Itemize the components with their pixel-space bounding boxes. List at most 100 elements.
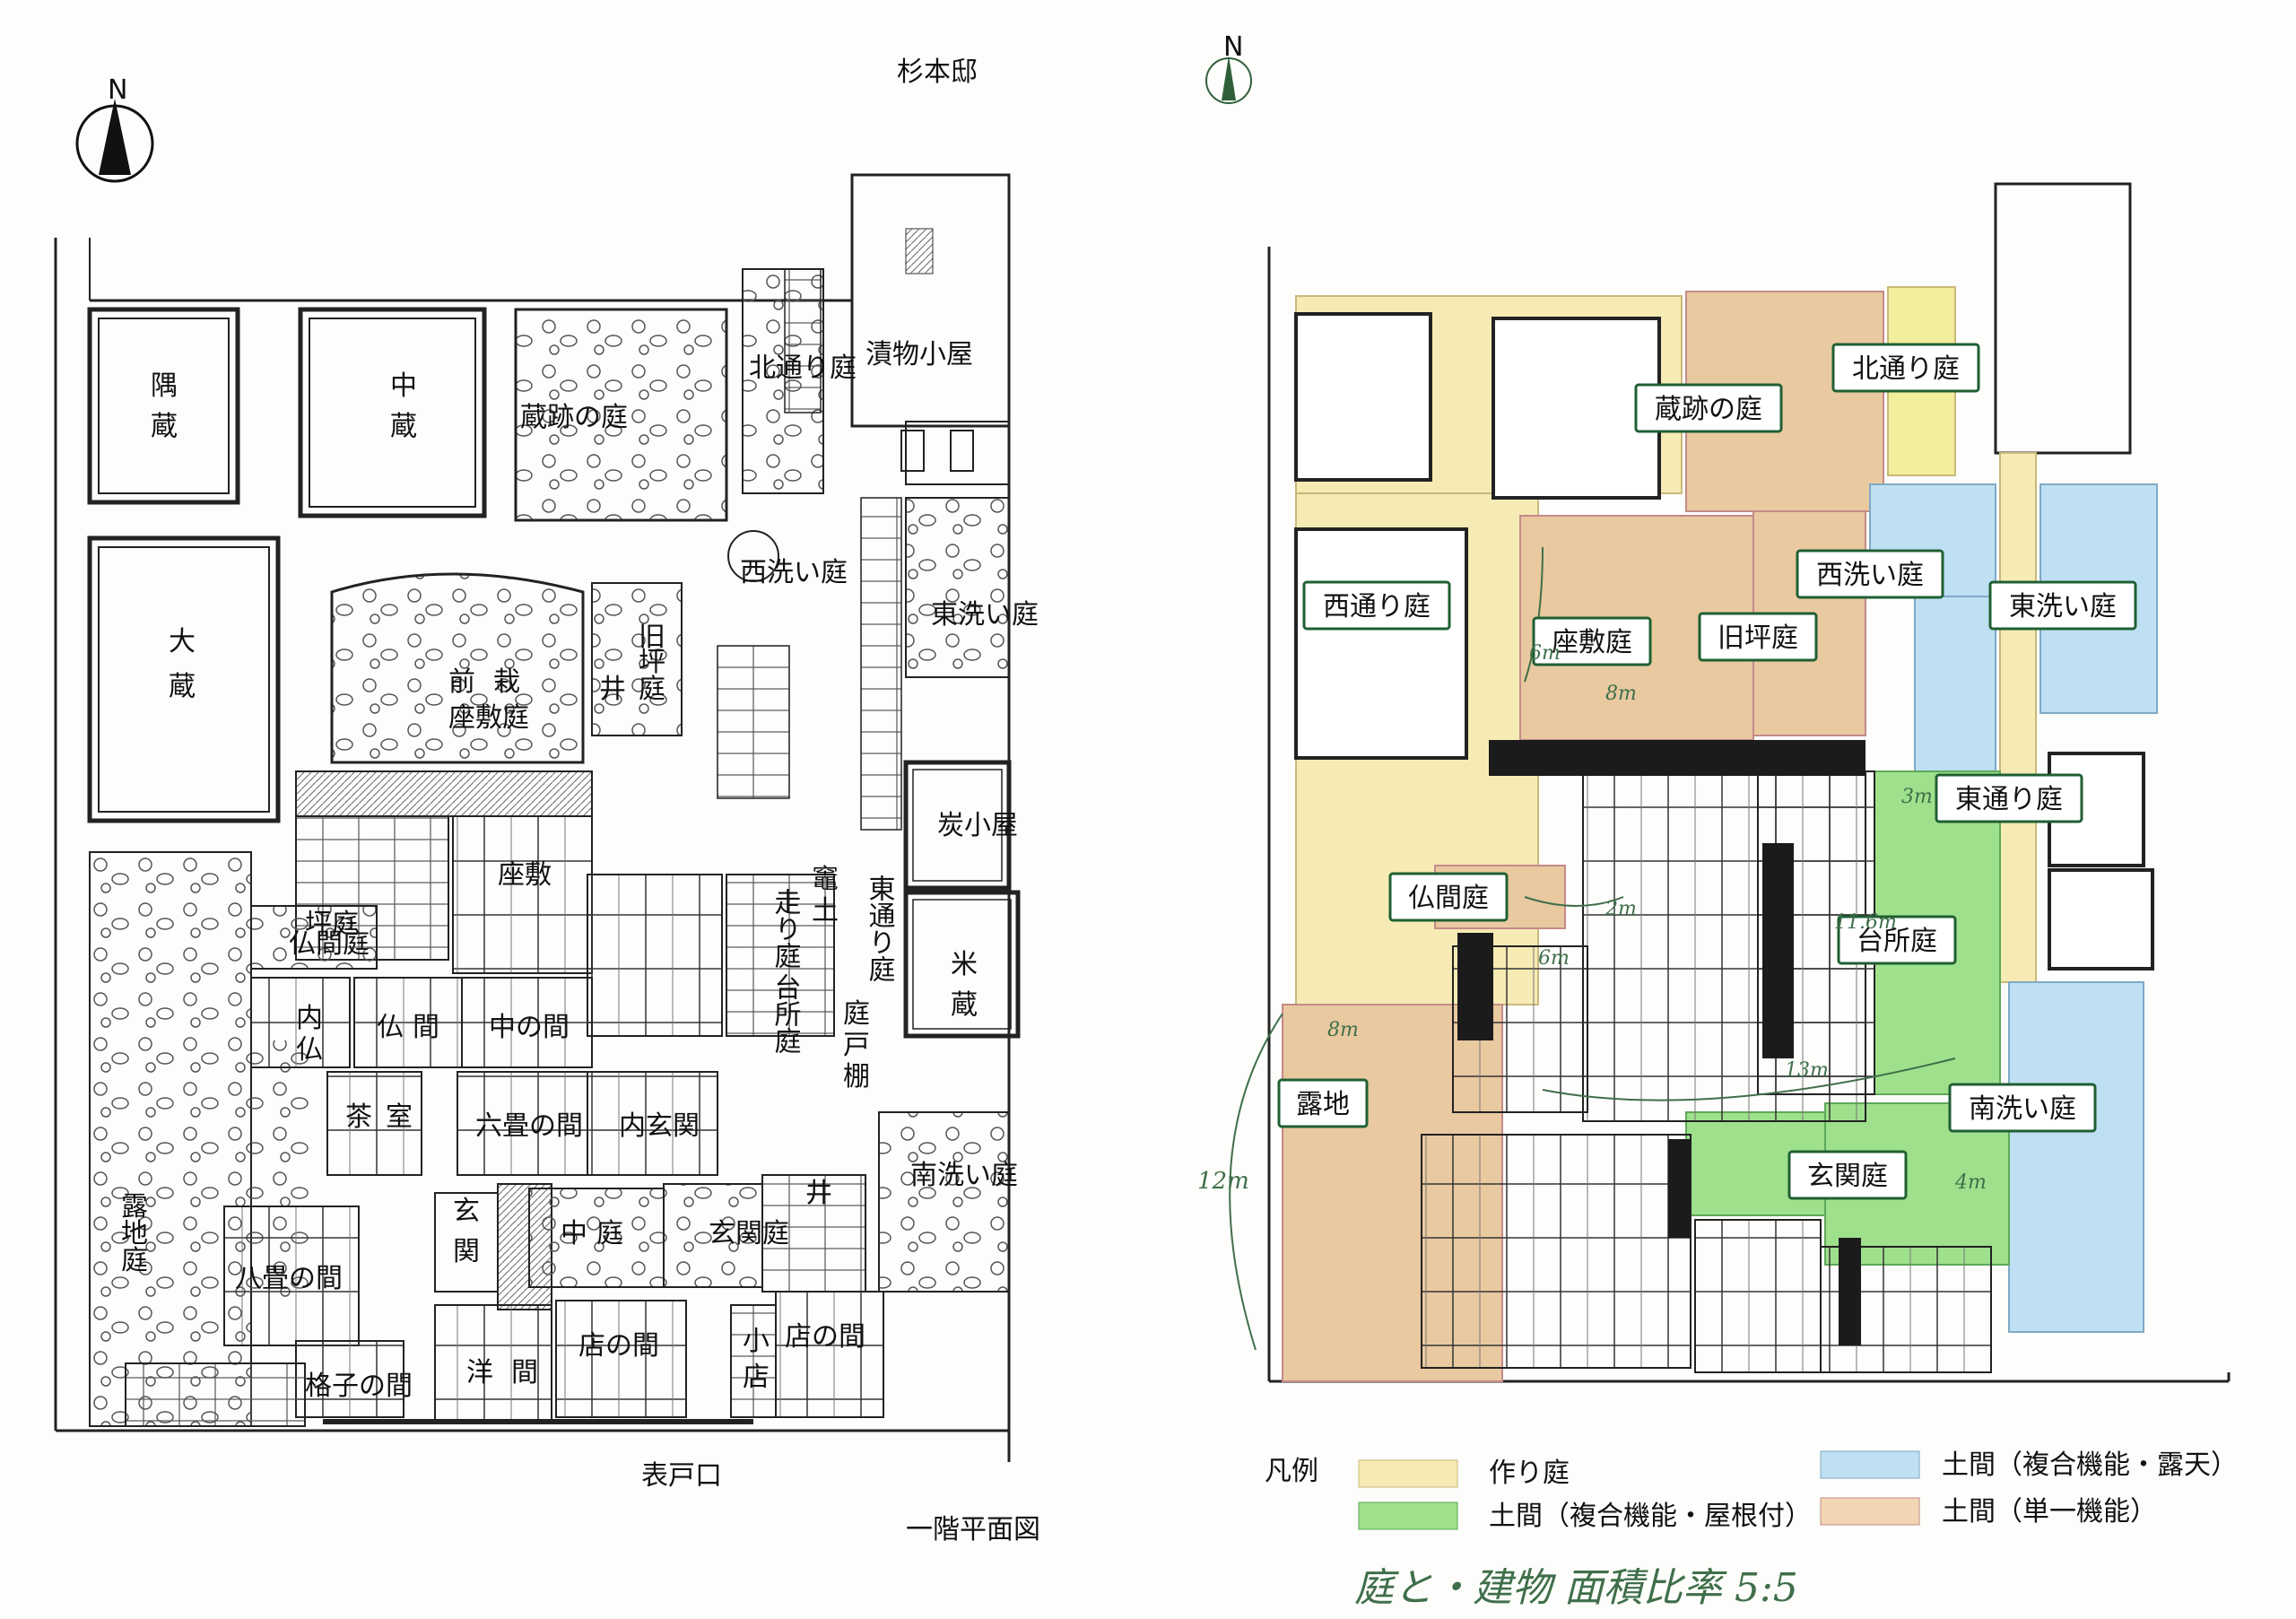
room-label: 玄関庭 (709, 1218, 789, 1249)
room-label: 仏 (377, 1012, 404, 1043)
room-label: 走り庭 (770, 888, 801, 969)
dim-note: 8m (1327, 1019, 1359, 1041)
room-label: 店 (743, 1362, 770, 1393)
room-label: 坪庭 (305, 909, 359, 940)
room-label: 店の間 (578, 1330, 659, 1362)
room-label: 庭 (121, 1245, 148, 1276)
right-area-labels: 北通り庭蔵跡の庭西洗い庭東洗い庭西通り庭座敷庭旧坪庭東通り庭仏間庭台所庭露地南洗… (1277, 343, 2137, 1200)
area-label-box (1787, 1150, 1908, 1200)
dim-note: 13m (1785, 1059, 1829, 1082)
legend-swatch (1820, 1450, 1920, 1479)
area-label: 仏間庭 (1408, 883, 1489, 914)
legend-swatch (1820, 1497, 1920, 1526)
room-label: 竈 (812, 864, 839, 895)
room-label: 蔵 (169, 671, 196, 702)
area-label: 台所庭 (1857, 926, 1937, 957)
room-label: 地 (121, 1218, 148, 1249)
dimension-notes: 6m 8m 2m 6m 3m 11.6m 8m 13m 12m 4m (1197, 642, 1987, 1195)
left-floor-plan (54, 173, 1021, 1462)
area-label-box (1634, 383, 1783, 433)
room-label: 井 (805, 1178, 832, 1209)
page-title: 杉本邸 (897, 57, 978, 88)
area-label-box (1698, 612, 1818, 662)
dim-note: 6m (1538, 947, 1570, 970)
dim-note: 12m (1197, 1168, 1249, 1195)
room-label: 店の間 (785, 1321, 865, 1353)
area-label-box (1302, 580, 1451, 631)
room-label: 庭 (596, 1218, 623, 1249)
room-label: 米 (951, 949, 978, 980)
left-room-labels: 隅 蔵 中 蔵 大 蔵 蔵跡の庭 北通り庭 漬物小屋 西洗い庭 東洗い庭 旧 坪… (121, 339, 1040, 1545)
room-label: 中 (390, 370, 417, 402)
handwritten-measures (1229, 546, 1956, 1351)
room-label: 関 (453, 1236, 480, 1267)
room-label: 北通り庭 (749, 353, 857, 384)
room-label: 茶 (345, 1101, 372, 1133)
area-label: 座敷庭 (1552, 627, 1632, 658)
legend-title: 凡例 (1265, 1456, 1318, 1487)
legend-label: 土間（複合機能・屋根付） (1489, 1501, 1812, 1532)
room-label: 東洗い庭 (931, 599, 1039, 631)
room-label: 蔵 (390, 411, 417, 442)
area-label: 北通り庭 (1852, 353, 1960, 385)
room-label: 室 (386, 1101, 413, 1133)
room-label: 間 (511, 1357, 538, 1388)
compass-letter: N (108, 74, 127, 106)
north-compass-right: N (1205, 31, 1252, 104)
room-label: 土 (812, 895, 839, 927)
room-label: 露 (121, 1191, 148, 1223)
room-label: 中の間 (489, 1012, 570, 1043)
room-label: 東通り庭 (864, 875, 895, 982)
room-label: 蔵 (151, 411, 178, 442)
room-label: 坪 (639, 647, 665, 678)
area-label-box (1948, 1083, 2097, 1133)
room-label: 戸 (843, 1030, 870, 1061)
legend-label: 作り庭 (1489, 1458, 1570, 1489)
area-label-box (1988, 580, 2137, 631)
area-label-box (1831, 343, 1980, 393)
room-label: 棚 (843, 1061, 870, 1092)
legend: 凡例 作り庭 土間（複合機能・露天） 土間（複合機能・屋根付） 土間（単一機能） (1265, 1449, 2238, 1532)
compass-letter: N (1223, 31, 1243, 63)
room-label: 西洗い庭 (740, 557, 848, 588)
room-label: 座敷 (498, 859, 552, 891)
north-compass-left: N (75, 74, 154, 183)
room-label: 蔵 (951, 989, 978, 1021)
room-label: 旧 (639, 622, 665, 653)
room-label: 玄 (453, 1196, 480, 1227)
dim-note: 2m (1605, 898, 1637, 920)
dim-note: 6m (1529, 642, 1561, 665)
handwritten-area-ratio-note: 庭と・建物 面積比率 5:5 (1354, 1565, 1798, 1611)
room-label: 台所庭 (770, 973, 802, 1054)
area-label-box (1532, 616, 1652, 666)
room-label: 内 (296, 1003, 323, 1034)
area-label-box (1388, 872, 1509, 922)
legend-swatch (1358, 1501, 1458, 1530)
room-label: 間 (413, 1012, 439, 1043)
area-label: 玄関庭 (1807, 1161, 1888, 1192)
entrance-label: 表戸口 (641, 1460, 722, 1492)
room-label: 栽 (493, 666, 520, 698)
area-label: 南洗い庭 (1969, 1093, 2076, 1125)
dim-note: 8m (1605, 683, 1637, 705)
area-label-box (1935, 773, 2083, 823)
room-label: 炭小屋 (937, 810, 1018, 841)
area-label: 西通り庭 (1323, 591, 1431, 622)
area-label-box (1796, 549, 1944, 599)
area-label: 蔵跡の庭 (1655, 394, 1762, 425)
room-label: 漬物小屋 (865, 339, 973, 370)
room-label: 前 (448, 666, 475, 698)
room-label: 隅 (151, 370, 178, 402)
room-label: 井 (599, 674, 626, 705)
room-label: 八畳の間 (235, 1263, 343, 1294)
area-label-box (1837, 915, 1957, 965)
area-label: 露地 (1296, 1089, 1350, 1120)
room-label: 仏間庭 (289, 928, 370, 960)
dim-note: 11.6m (1834, 911, 1897, 934)
room-label: 洋 (466, 1357, 493, 1388)
room-label: 南洗い庭 (910, 1160, 1018, 1191)
area-label: 東洗い庭 (2009, 591, 2117, 622)
